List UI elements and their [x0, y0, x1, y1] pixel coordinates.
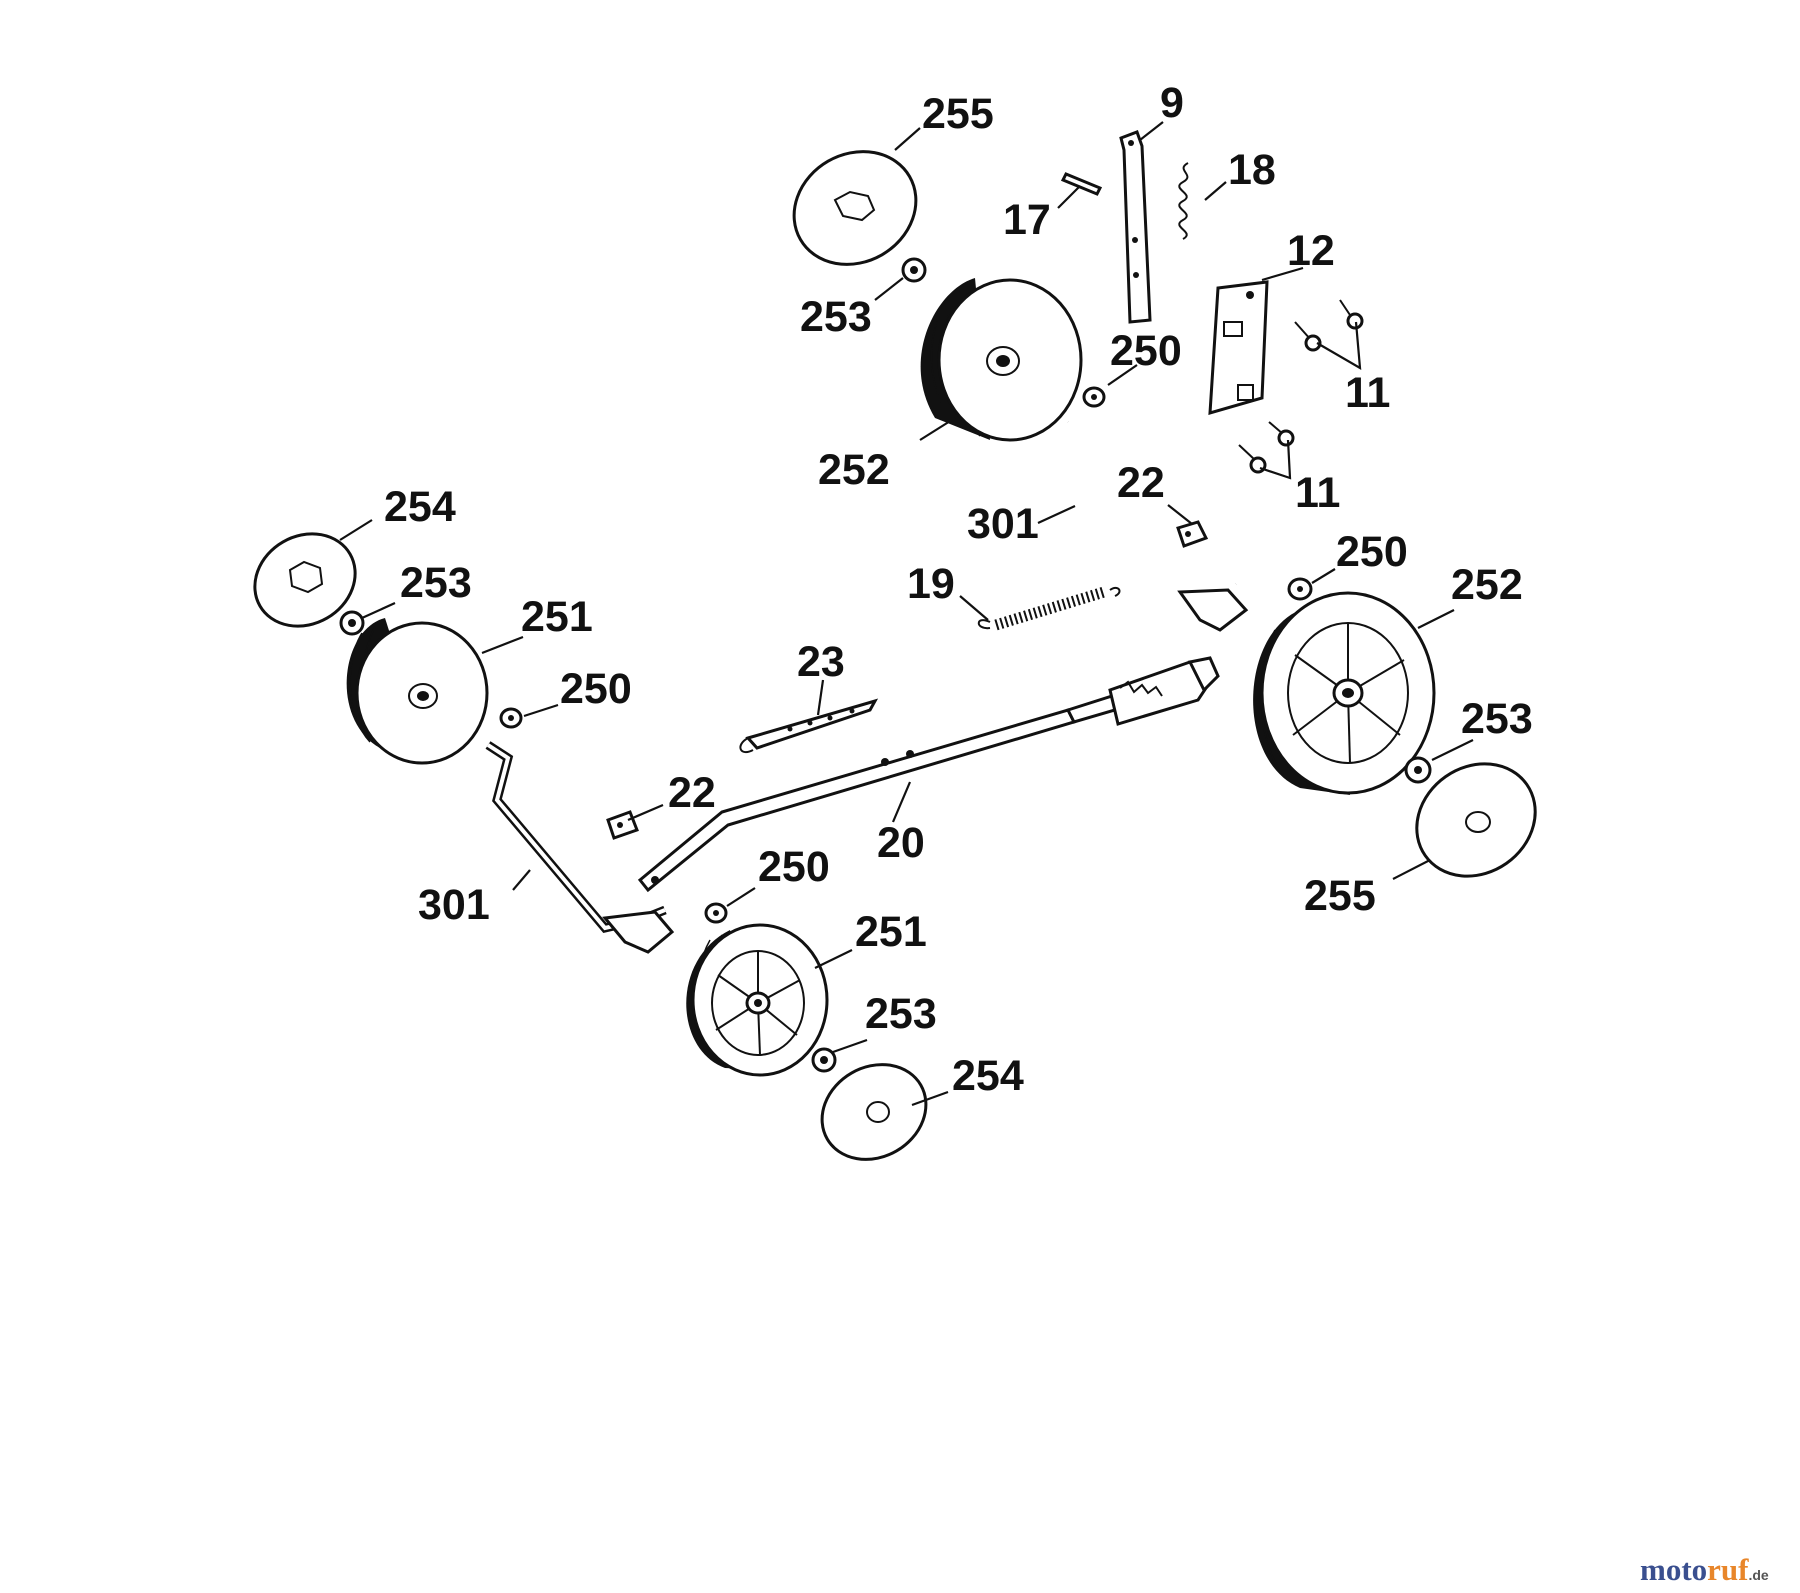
hubcap-255-top	[792, 150, 918, 266]
washer-250-bottom	[704, 902, 728, 924]
callout-22-left: 22	[668, 769, 716, 817]
callout-250-left: 250	[560, 665, 632, 713]
wheel-252-top	[920, 278, 1083, 442]
callout-253-left: 253	[400, 559, 472, 607]
callout-301-left: 301	[418, 881, 490, 929]
callout-252-right: 252	[1451, 561, 1523, 609]
callout-9: 9	[1160, 79, 1184, 127]
screws-11-upper	[1294, 299, 1364, 352]
callout-251-bottom: 251	[855, 908, 927, 956]
hex-nut-253-right	[1404, 756, 1432, 784]
hubcap-254-bottom	[820, 1063, 928, 1161]
axle-20	[637, 656, 1220, 893]
callout-250-top: 250	[1110, 327, 1182, 375]
callout-18: 18	[1228, 146, 1276, 194]
logo-brand-text: moto	[1640, 1552, 1707, 1587]
callout-253-top: 253	[800, 293, 872, 341]
hex-nut-253-top	[901, 257, 927, 283]
pivot-rod-301-left	[485, 741, 675, 954]
callout-250-bottom: 250	[758, 843, 830, 891]
callout-254-bottom: 254	[952, 1052, 1024, 1100]
lever-9	[1119, 130, 1152, 324]
callout-252-top: 252	[818, 446, 890, 494]
callout-250-right: 250	[1336, 528, 1408, 576]
callout-253-bottom: 253	[865, 990, 937, 1038]
wheel-252-right	[1253, 591, 1436, 795]
callout-251-left: 251	[521, 593, 593, 641]
strip-23	[739, 698, 879, 754]
callout-255-top: 255	[922, 90, 994, 138]
callout-labels: 255 9 18 17 12 253 250 11 252 11 22 301 …	[384, 79, 1533, 1100]
spring-19	[977, 586, 1121, 631]
callout-255-right: 255	[1304, 872, 1376, 920]
motoruf-logo: motoruf.de	[1640, 1552, 1769, 1587]
washer-250-top	[1082, 386, 1106, 408]
callout-19: 19	[907, 560, 955, 608]
callout-22-top: 22	[1117, 459, 1165, 507]
washer-250-left	[499, 707, 523, 729]
callout-12: 12	[1287, 227, 1335, 275]
callout-17: 17	[1003, 196, 1051, 244]
callout-253-right: 253	[1461, 695, 1533, 743]
spring-18	[1178, 162, 1189, 240]
bracket-12	[1208, 280, 1269, 416]
svg-text:motoruf.de: motoruf.de	[1640, 1552, 1769, 1587]
hubcap-254-left	[253, 532, 357, 628]
pivot-rod-301-top	[1066, 420, 1249, 632]
callout-301-top: 301	[967, 500, 1039, 548]
clip-22-left	[606, 810, 639, 840]
callout-11-lower: 11	[1295, 469, 1340, 517]
logo-accent-text: ruf	[1707, 1552, 1749, 1587]
callout-254-left: 254	[384, 483, 456, 531]
wheel-251-left	[346, 618, 489, 765]
pin-17	[1060, 172, 1103, 196]
hex-nut-253-bottom	[811, 1047, 837, 1073]
logo-domain-text: .de	[1748, 1567, 1768, 1583]
washer-250-right	[1287, 577, 1313, 601]
callout-20: 20	[877, 819, 925, 867]
wheel-251-bottom	[686, 923, 829, 1077]
screws-11-lower	[1238, 421, 1295, 474]
callout-11-upper: 11	[1345, 369, 1390, 417]
leader-lines	[339, 121, 1474, 1107]
callout-23: 23	[797, 638, 845, 686]
clip-22-top	[1176, 520, 1209, 548]
hubcap-255-right	[1415, 762, 1537, 878]
hex-nut-253-left	[339, 610, 365, 636]
